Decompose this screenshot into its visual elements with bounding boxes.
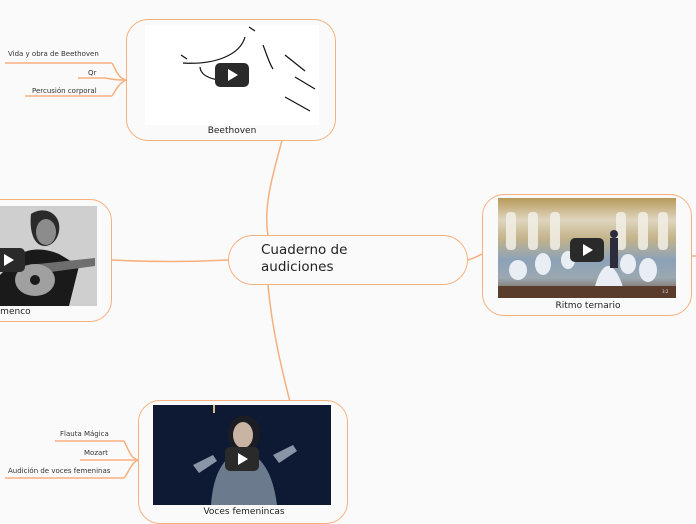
beethoven-video-thumbnail[interactable] <box>145 25 319 125</box>
ballroom-scene: 3:2 <box>498 212 676 298</box>
leaf-audicion-voces-femeninas[interactable]: Audición de voces femeninas <box>8 467 111 475</box>
central-topic-title: Cuaderno de audiciones <box>261 242 348 275</box>
node-voces-femenincas[interactable]: Voces femenincas <box>138 400 348 524</box>
node-label-voces-femenincas: Voces femenincas <box>203 507 285 517</box>
voces-video-thumbnail[interactable] <box>153 405 331 505</box>
ritmo-video-thumbnail[interactable]: 3:2 <box>498 198 676 298</box>
leaf-flauta-magica[interactable]: Flauta Mágica <box>60 430 109 438</box>
sketch-drawing <box>180 26 316 112</box>
flamenco-video-thumbnail[interactable] <box>0 206 97 306</box>
node-label-flamenco: flamenco <box>0 307 31 317</box>
node-beethoven[interactable]: Beethoven <box>126 19 336 141</box>
central-topic-node[interactable]: Cuaderno de audiciones <box>228 235 468 285</box>
leaf-vida-y-obra[interactable]: Vida y obra de Beethoven <box>8 50 99 58</box>
node-flamenco[interactable]: flamenco <box>0 199 112 322</box>
play-icon[interactable] <box>570 238 604 262</box>
node-label-ritmo-ternario: Ritmo ternario <box>555 301 621 311</box>
leaf-qr[interactable]: Qr <box>88 69 97 77</box>
play-icon[interactable] <box>0 248 25 272</box>
play-icon[interactable] <box>225 447 259 471</box>
play-icon[interactable] <box>215 63 249 87</box>
svg-text:3:2: 3:2 <box>662 289 669 294</box>
node-label-beethoven: Beethoven <box>207 126 257 136</box>
leaf-percusion-corporal[interactable]: Percusión corporal <box>32 87 97 95</box>
leaf-mozart[interactable]: Mozart <box>84 449 108 457</box>
node-ritmo-ternario[interactable]: 3:2 Ritmo ternario <box>482 194 692 316</box>
